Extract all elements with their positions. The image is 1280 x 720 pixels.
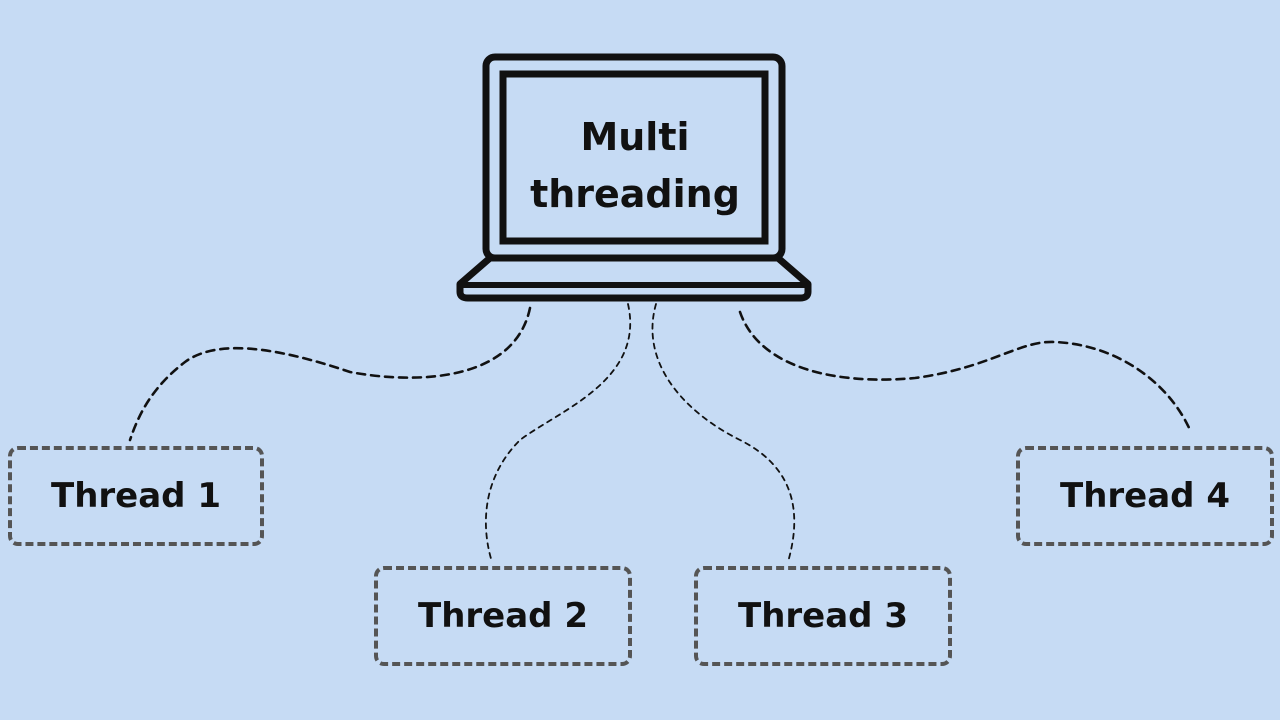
thread-4-label: Thread 4 bbox=[1060, 476, 1230, 516]
connector-thread-3 bbox=[651, 303, 796, 563]
connectors bbox=[128, 303, 1192, 563]
title-line-2: threading bbox=[530, 172, 740, 216]
laptop-icon bbox=[456, 53, 812, 302]
thread-1-label: Thread 1 bbox=[51, 476, 221, 516]
thread-3-box: Thread 3 bbox=[694, 566, 952, 666]
laptop-base bbox=[456, 254, 812, 302]
thread-3-label: Thread 3 bbox=[738, 596, 908, 636]
connector-thread-4 bbox=[738, 310, 1192, 432]
thread-2-box: Thread 2 bbox=[374, 566, 632, 666]
thread-1-box: Thread 1 bbox=[8, 446, 264, 546]
connector-thread-2 bbox=[485, 303, 631, 563]
thread-4-box: Thread 4 bbox=[1016, 446, 1274, 546]
title-line-1: Multi bbox=[580, 115, 690, 159]
thread-2-label: Thread 2 bbox=[418, 596, 588, 636]
laptop-screen-title: Multi threading bbox=[506, 96, 764, 236]
laptop-screen bbox=[499, 70, 769, 245]
